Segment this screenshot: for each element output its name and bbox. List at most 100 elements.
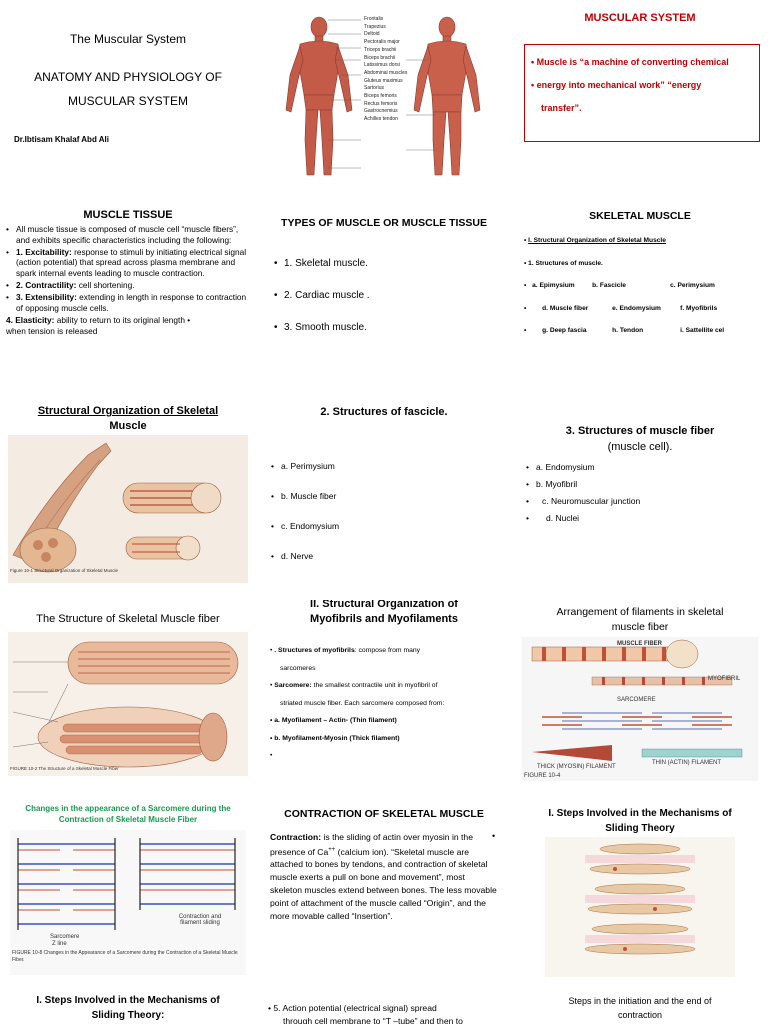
label-frontalis: Frontalis <box>364 16 384 22</box>
slide-types-of-muscle: TYPES OF MUSCLE OR MUSCLE TISSUE 1. Skel… <box>256 200 512 400</box>
arrangement-title-line2: muscle fiber <box>611 621 669 633</box>
slide-sliding-theory-steps: I. Steps Involved in the Mechanisms of S… <box>512 800 768 980</box>
slide-contraction: CONTRACTION OF SKELETAL MUSCLE Contracti… <box>256 800 512 980</box>
myofibrils-point-2: • Sarcomere: the smallest contractile un… <box>270 682 438 689</box>
label-sarcomere-left: Sarcomere <box>50 934 80 940</box>
myofibrils-point-4: • b. Myofilament-Myosin (Thick filament) <box>270 734 400 742</box>
action-potential-line1: 5. Action potential (electrical signal) … <box>273 1003 437 1013</box>
structural-title: Structural Organization of Skeletal Musc… <box>0 404 256 434</box>
slide-initiation-end: Steps in the initiation and the end of c… <box>512 980 768 1024</box>
label-sarcomere: SARCOMERE <box>617 697 656 703</box>
slide-muscle-figure: Frontalis Trapezius Deltoid Pectoralis m… <box>256 0 512 200</box>
structural-caption: Figure 10-1 Structural Organization of S… <box>10 568 119 573</box>
muscle-label-list: Frontalis Trapezius Deltoid Pectoralis m… <box>364 16 414 124</box>
label-thin-filament: THIN (ACTIN) FILAMENT <box>652 760 721 766</box>
myofibrils-point-1: • . Structures of myofibrils: compose fr… <box>270 647 421 654</box>
sliding2-title-line2: Sliding Theory: <box>91 1010 165 1021</box>
slide-muscular-system: MUSCULAR SYSTEM • Muscle is “a machine o… <box>512 0 768 200</box>
type-item-cardiac: 2. Cardiac muscle . <box>274 280 370 312</box>
slide-action-potential: • 5. Action potential (electrical signal… <box>256 980 512 1024</box>
label-rectus-femoris: Rectus femoris <box>364 100 398 107</box>
slide-title: The Muscular System ANATOMY AND PHYSIOLO… <box>0 0 256 200</box>
arrangement-title: Arrangement of filaments in skeletal mus… <box>512 605 768 635</box>
label-contraction-sliding: Contraction and filament sliding <box>178 914 222 926</box>
structural-figure: Figure 10-1 Structural Organization of S… <box>8 435 248 583</box>
skeletal-title: SKELETAL MUSCLE <box>589 210 691 222</box>
slide-sarcomere-changes: Changes in the appearance of a Sarcomere… <box>0 800 256 980</box>
sliding2-title: I. Steps Involved in the Mechanisms of S… <box>0 993 256 1023</box>
sliding-title: I. Steps Involved in the Mechanisms of S… <box>512 806 768 836</box>
label-muscle-fiber: MUSCLE FIBER <box>617 641 662 647</box>
label-biceps-femoris: Biceps femoris <box>364 93 397 100</box>
myofibrils-title-line2: Myofibrils and Myofilaments <box>310 613 458 625</box>
fiber-item-endomysium: a. Endomysium <box>526 459 640 476</box>
types-title: TYPES OF MUSCLE OR MUSCLE TISSUE <box>281 217 487 229</box>
muscle-tissue-body: All muscle tissue is composed of muscle … <box>6 224 250 337</box>
contraction-title: CONTRACTION OF SKELETAL MUSCLE <box>284 808 484 820</box>
label-myofibril: MYOFIBRIL <box>708 676 741 682</box>
structure-fiber-caption: FIGURE 10-2 The Structure of a Skeletal … <box>10 766 119 771</box>
human-muscle-diagram <box>285 16 481 176</box>
sarcomere-figure: Sarcomere Z line Contraction and filamen… <box>10 830 246 975</box>
myofibrils-point-5: • <box>270 752 273 759</box>
fiber-item-nmj: c. Neuromuscular junction <box>526 493 640 510</box>
contraction-body: Contraction: is the sliding of actin ove… <box>270 832 497 921</box>
slide-structural-organization: Structural Organization of Skeletal Musc… <box>0 400 256 600</box>
fascicle-item-nerve: d. Nerve <box>271 541 339 571</box>
slide-structures-of-muscle-fiber: 3. Structures of muscle fiber (muscle ce… <box>512 400 768 600</box>
structural-title-line2: Muscle <box>109 420 147 432</box>
myofibrils-title: II. Structural Organization of Myofibril… <box>256 600 512 627</box>
label-deltoid: Deltoid <box>364 31 380 38</box>
fiber-item-myofibril: b. Myofibril <box>526 476 640 493</box>
action-potential-text: • 5. Action potential (electrical signal… <box>268 1002 508 1024</box>
myofibrils-point-1b: sarcomeres <box>280 664 316 672</box>
fascicle-list: a. Perimysium b. Muscle fiber c. Endomys… <box>271 451 339 571</box>
slide-title-text: The Muscular System <box>69 32 187 46</box>
author-name: Dr.Ibtisam Khalaf Abd Ali <box>14 135 109 144</box>
arrangement-caption: FIGURE 10-4 <box>524 773 561 779</box>
label-sartorius: Sartorius <box>364 85 385 92</box>
label-abdominal: Abdominal muscles <box>364 69 408 76</box>
label-thick-filament: THICK (MYOSIN) FILAMENT <box>537 764 616 770</box>
definition-line2: energy into mechanical work” “energy <box>536 80 702 90</box>
sarcomere-title-line1: Changes in the appearance of a Sarcomere… <box>25 804 231 813</box>
structure-fiber-figure: FIGURE 10-2 The Structure of a Skeletal … <box>8 632 248 776</box>
sarcomere-caption: FIGURE 10-8 Changes in the Appearance of… <box>12 950 238 963</box>
contraction-bullet: • <box>492 831 496 841</box>
skeletal-sub2: • 1. Structures of muscle. <box>524 260 603 267</box>
fiber-item-nuclei: d. Nuclei <box>526 510 640 527</box>
slide-arrangement-filaments: Arrangement of filaments in skeletal mus… <box>512 600 768 800</box>
slide-sliding-theory-2: I. Steps Involved in the Mechanisms of S… <box>0 980 256 1024</box>
initiation-title: Steps in the initiation and the end of c… <box>512 994 768 1022</box>
myofibrils-point-2b: striated muscle fiber. Each sarcomere co… <box>280 699 445 707</box>
contraction-term: Contraction: <box>270 832 322 842</box>
type-item-smooth: 3. Smooth muscle. <box>274 312 370 344</box>
fiber-subtitle: (muscle cell). <box>607 441 673 453</box>
fascicle-title: 2. Structures of fascicle. <box>320 406 448 418</box>
label-gastrocnemius: Gastrocnemius <box>364 108 398 115</box>
main-heading-line1: ANATOMY AND PHYSIOLOGY OF <box>34 70 222 84</box>
sliding2-title-line1: I. Steps Involved in the Mechanisms of <box>36 995 220 1006</box>
arrangement-title-line1: Arrangement of filaments in skeletal <box>556 606 724 618</box>
structural-title-line1: Structural Organization of Skeletal <box>37 405 219 417</box>
tissue-point-4: 3. Extensibility: extending in length in… <box>6 292 250 314</box>
label-pectoralis: Pectoralis major <box>364 39 400 46</box>
tissue-point-5: 4. Elasticity: ability to return to its … <box>6 315 191 326</box>
red-title: MUSCULAR SYSTEM <box>584 12 696 24</box>
sliding-title-line1: I. Steps Involved in the Mechanisms of <box>548 808 732 819</box>
label-triceps: Triceps brachii <box>364 46 397 53</box>
slide-structures-of-fascicle: 2. Structures of fascicle. a. Perimysium… <box>256 400 512 600</box>
fiber-title: 3. Structures of muscle fiber <box>565 425 715 437</box>
label-trapezius: Trapezius <box>364 23 386 30</box>
fascicle-item-endomysium: c. Endomysium <box>271 511 339 541</box>
definition-box: • Muscle is “a machine of converting che… <box>524 44 760 142</box>
type-item-skeletal: 1. Skeletal muscle. <box>274 248 370 280</box>
label-achilles: Achilles tendon <box>364 116 398 123</box>
action-potential-line2: through cell membrane to “T –tube” and t… <box>283 1016 463 1024</box>
types-list: 1. Skeletal muscle. 2. Cardiac muscle . … <box>274 248 370 344</box>
sliding-title-line2: Sliding Theory <box>605 823 675 834</box>
sarcomere-title: Changes in the appearance of a Sarcomere… <box>0 803 256 825</box>
sliding-figure <box>545 837 735 977</box>
